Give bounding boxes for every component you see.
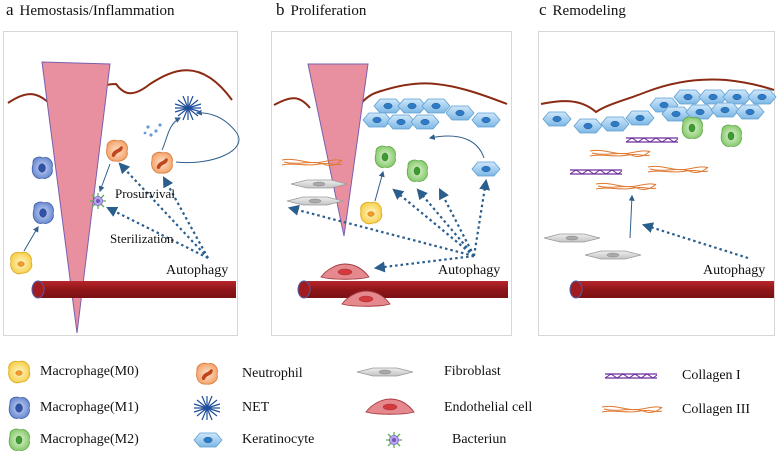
fibroblast-to-collagen-arrow xyxy=(628,194,635,239)
panel-title-text-c: Remodeling xyxy=(552,3,626,19)
panel-title-b: b Proliferation xyxy=(276,0,366,20)
legend-label: Bacteriun xyxy=(452,432,507,447)
granule-dots xyxy=(143,123,162,137)
net-release-arrow xyxy=(161,117,182,151)
macrophage-m2 xyxy=(720,124,742,147)
wound-healing-diagram: Prosurvival Sterilization Autophagy xyxy=(3,31,777,336)
collagen-i-icon xyxy=(604,373,658,379)
macrophage-m0-icon xyxy=(8,360,31,384)
keratinocyte-icon xyxy=(193,432,223,448)
legend-item-macrophage-m0: Macrophage(M0) xyxy=(6,360,139,384)
macrophage-m2-icon xyxy=(8,428,30,451)
panel-letter-b: b xyxy=(276,0,285,19)
neutrophil xyxy=(151,151,173,174)
panel-a: Prosurvival Sterilization Autophagy xyxy=(7,61,240,334)
panel-b: Autophagy xyxy=(273,63,508,307)
legend-label: Macrophage(M1) xyxy=(40,400,139,415)
sterilization-label: Sterilization xyxy=(110,231,174,246)
legend-label: Fibroblast xyxy=(444,364,501,379)
legend-label: Collagen III xyxy=(682,402,751,417)
legend-item-macrophage-m2: Macrophage(M2) xyxy=(6,428,139,452)
blood-vessel xyxy=(297,280,508,299)
endothelial-cell-icon xyxy=(365,398,415,415)
bacterium xyxy=(89,192,107,210)
legend-label: Neutrophil xyxy=(242,366,303,381)
panel-letter-c: c xyxy=(539,0,547,19)
neutrophil xyxy=(106,139,128,162)
bacterium-icon xyxy=(385,431,403,449)
legend-item-net: NET xyxy=(192,395,270,421)
autophagy-arrows-a xyxy=(106,162,209,259)
panel-c: Autophagy xyxy=(540,78,777,299)
macrophage-m2 xyxy=(406,159,428,182)
collagen-iii-icon xyxy=(601,405,663,414)
legend-item-macrophage-m1: Macrophage(M1) xyxy=(6,396,139,420)
autophagy-arrows-c xyxy=(641,222,749,260)
blood-vessel xyxy=(569,280,774,299)
prosurvival-label: Prosurvival xyxy=(115,186,175,201)
legend-item-endothelial-cell: Endothelial cell xyxy=(364,396,532,420)
legend-label: Endothelial cell xyxy=(444,400,533,415)
legend-label: NET xyxy=(242,400,270,415)
macrophage-m2 xyxy=(681,116,703,139)
autophagy-label-c: Autophagy xyxy=(703,263,765,278)
panel-title-text-b: Proliferation xyxy=(290,3,367,19)
legend-label: Macrophage(M0) xyxy=(40,364,139,379)
legend-item-collagen-i: Collagen I xyxy=(602,364,741,388)
legend-label: Keratinocyte xyxy=(242,432,315,447)
skin-surface-line xyxy=(540,78,775,114)
keratinocyte xyxy=(471,161,501,177)
neutrophil-icon xyxy=(196,362,218,385)
neutrophil-bacterium-arrow xyxy=(98,163,111,193)
macrophage-m1 xyxy=(32,201,54,224)
legend-label: Macrophage(M2) xyxy=(40,432,139,447)
legend-item-neutrophil: Neutrophil xyxy=(192,362,303,386)
netosis-arrow xyxy=(175,109,240,164)
macrophage-m0 xyxy=(360,201,383,225)
macrophage-m0 xyxy=(10,251,33,275)
legend-item-bacterium: Bacteriun xyxy=(384,428,506,452)
panel-letter-a: a xyxy=(6,0,14,19)
polarization-arrow xyxy=(374,170,385,202)
polarization-arrow xyxy=(23,225,39,252)
legend-label: Collagen I xyxy=(682,368,741,383)
fibroblast-icon xyxy=(356,367,414,377)
keratinocyte-migration-arrow xyxy=(428,134,485,159)
macrophage-m2 xyxy=(374,145,396,168)
blood-vessel xyxy=(31,280,236,299)
autophagy-label-b: Autophagy xyxy=(438,263,500,278)
panel-title-text-a: Hemostasis/Inflammation xyxy=(19,3,175,19)
net-icon xyxy=(193,395,221,421)
panel-title-c: c Remodeling xyxy=(539,0,626,20)
legend-item-fibroblast: Fibroblast xyxy=(354,360,501,384)
wound-wedge xyxy=(307,63,369,237)
legend-item-keratinocyte: Keratinocyte xyxy=(192,428,314,452)
autophagy-arrows-b xyxy=(287,178,491,273)
macrophage-m1-icon xyxy=(8,396,30,419)
panel-title-a: a Hemostasis/Inflammation xyxy=(6,0,175,20)
wound-wedge xyxy=(41,61,111,334)
autophagy-label-a: Autophagy xyxy=(166,263,228,278)
macrophage-m1 xyxy=(31,156,53,179)
legend-item-collagen-iii: Collagen III xyxy=(600,398,750,422)
